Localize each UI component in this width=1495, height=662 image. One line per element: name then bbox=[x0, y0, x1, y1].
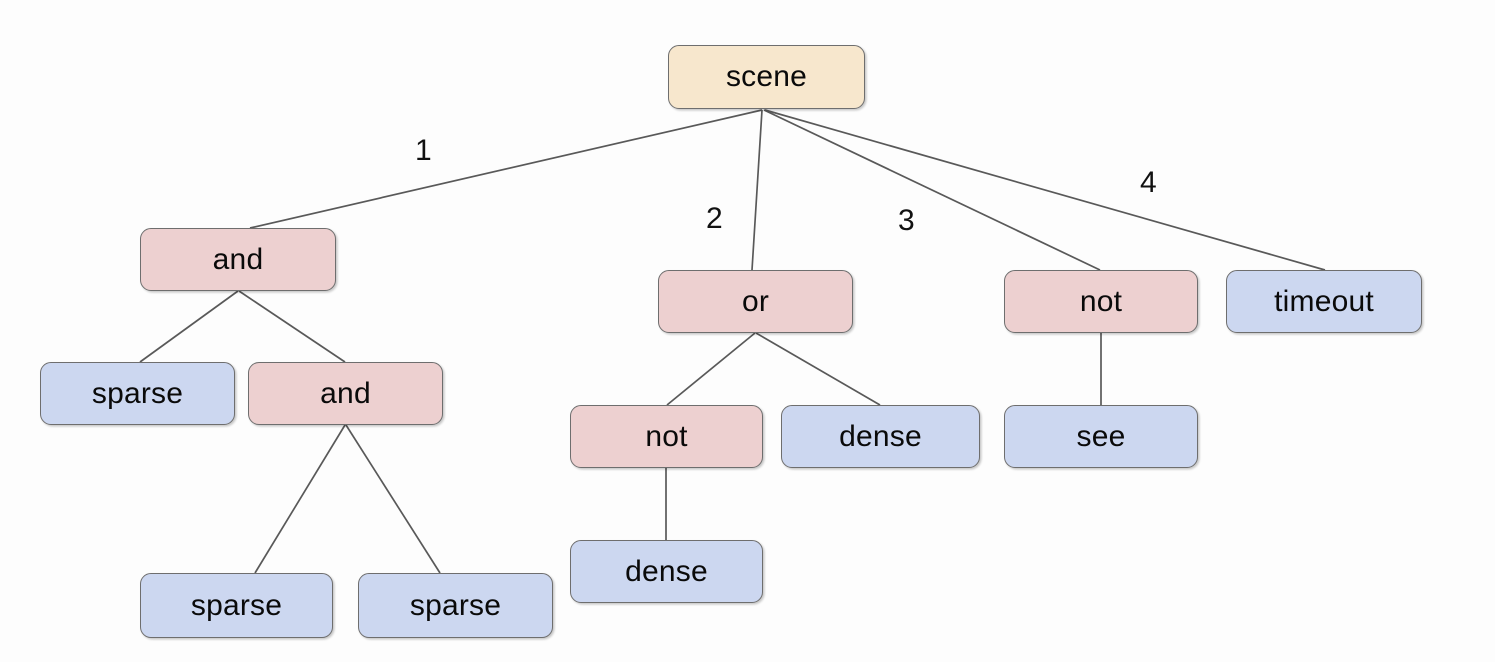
tree-node-sparse3[interactable]: sparse bbox=[358, 573, 553, 638]
tree-edge bbox=[238, 290, 346, 363]
tree-node-not2[interactable]: not bbox=[570, 405, 763, 468]
tree-node-label: sparse bbox=[409, 588, 502, 622]
tree-node-label: timeout bbox=[1274, 284, 1374, 318]
tree-node-label: dense bbox=[625, 554, 708, 588]
tree-node-sparse1[interactable]: sparse bbox=[40, 362, 235, 425]
tree-edge bbox=[751, 109, 763, 271]
tree-edge bbox=[764, 109, 1326, 271]
tree-edge bbox=[763, 109, 1101, 271]
tree-edge bbox=[254, 424, 346, 574]
edge-label-e3: 3 bbox=[898, 204, 915, 237]
tree-edge bbox=[249, 109, 763, 229]
edge-label-e4: 4 bbox=[1140, 166, 1157, 199]
tree-edge bbox=[345, 424, 441, 574]
tree-node-timeout1[interactable]: timeout bbox=[1226, 270, 1422, 333]
tree-node-label: not bbox=[1079, 284, 1123, 318]
tree-node-dense2[interactable]: dense bbox=[570, 540, 763, 603]
tree-node-not1[interactable]: not bbox=[1004, 270, 1198, 333]
tree-node-sparse2[interactable]: sparse bbox=[140, 573, 333, 638]
tree-edge bbox=[755, 332, 881, 406]
tree-node-see1[interactable]: see bbox=[1004, 405, 1198, 468]
tree-node-label: not bbox=[645, 419, 688, 453]
tree-node-label: scene bbox=[725, 60, 808, 93]
tree-node-dense1[interactable]: dense bbox=[781, 405, 980, 468]
tree-node-label: see bbox=[1076, 419, 1126, 453]
tree-node-label: sparse bbox=[91, 376, 184, 410]
tree-node-label: or bbox=[741, 284, 770, 318]
tree-node-label: sparse bbox=[190, 588, 283, 622]
tree-node-label: dense bbox=[839, 419, 922, 453]
tree-edge bbox=[666, 332, 756, 406]
tree-node-label: and bbox=[212, 242, 264, 276]
tree-node-and2[interactable]: and bbox=[248, 362, 443, 425]
edge-label-e2: 2 bbox=[706, 202, 723, 235]
tree-node-or1[interactable]: or bbox=[658, 270, 853, 333]
tree-node-label: and bbox=[320, 376, 371, 410]
tree-node-and1[interactable]: and bbox=[140, 228, 336, 291]
tree-node-scene[interactable]: scene bbox=[668, 45, 865, 109]
tree-edge bbox=[139, 290, 239, 363]
edge-label-e1: 1 bbox=[415, 134, 432, 167]
